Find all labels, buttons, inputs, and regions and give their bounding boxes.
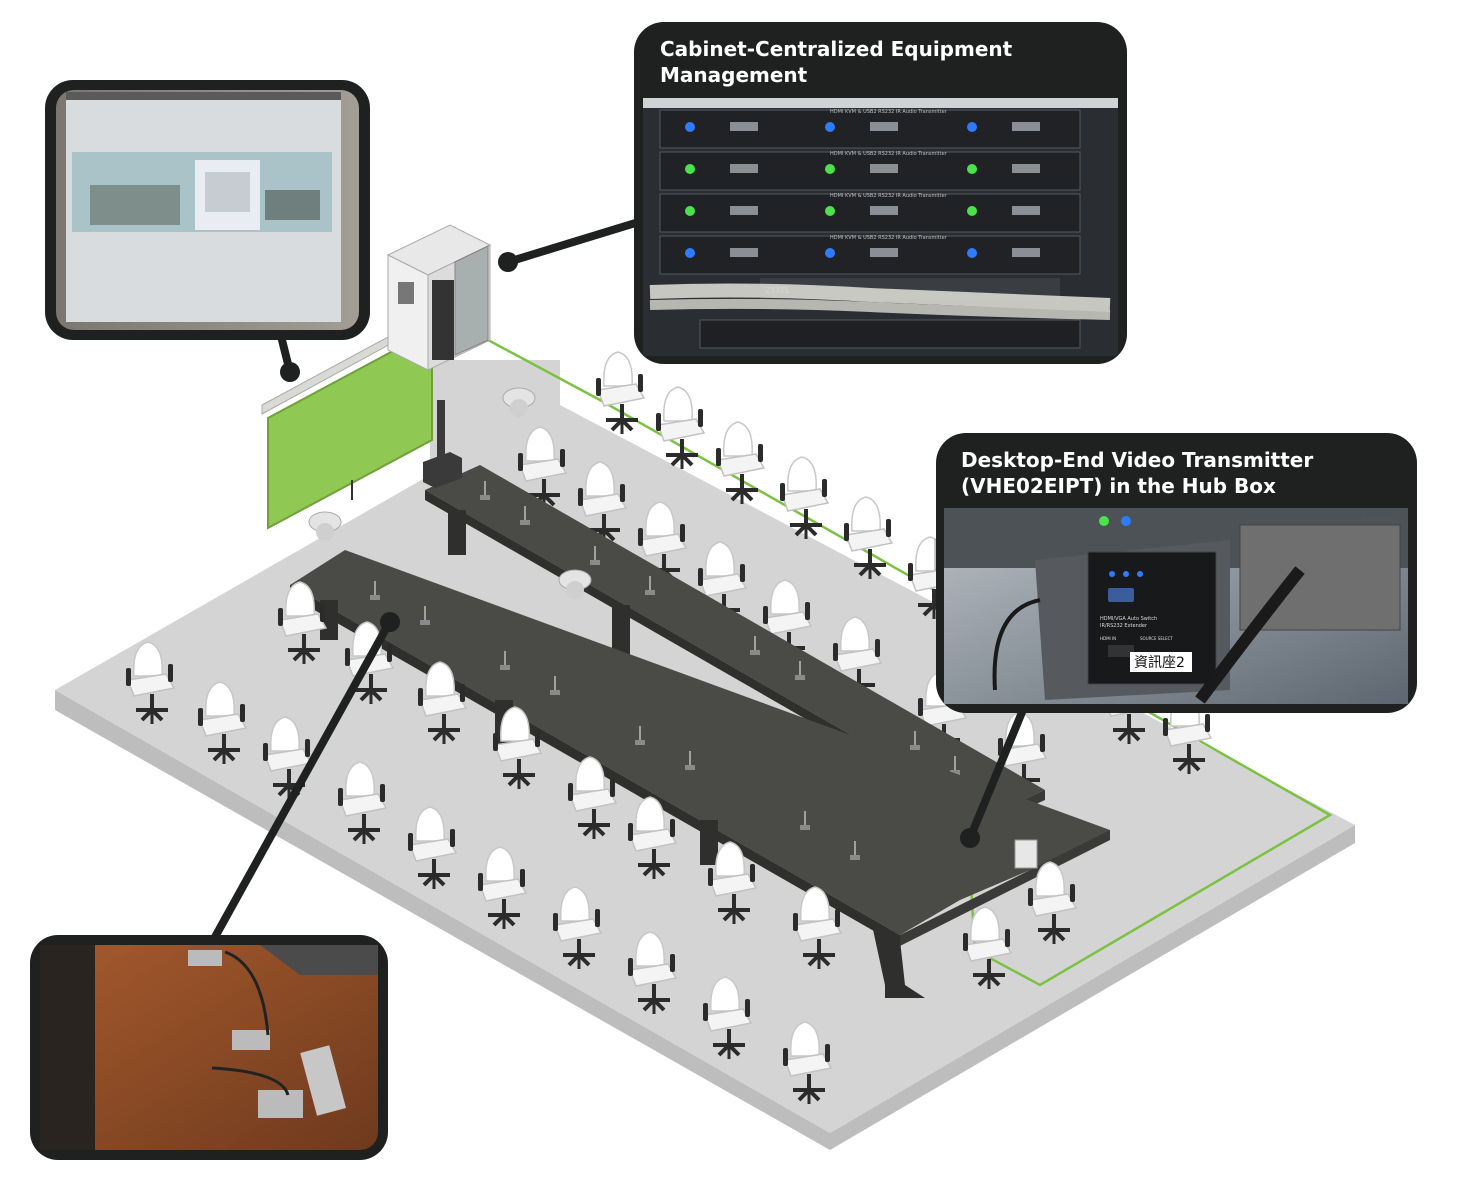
seat-tag: 資訊座2 [1134, 655, 1185, 671]
connector-dot-hubbox [960, 828, 980, 848]
rack-module-label: HDMI KVM & USB2 RS232 IR Audio Transmitt… [830, 235, 948, 241]
cabinet-callout-title: Cabinet-Centralized Equipment Management [660, 36, 1100, 88]
device-port-source: SOURCE SELECT [1140, 636, 1173, 641]
equipment-cabinet [386, 224, 492, 371]
tracking-camera-stand [423, 400, 462, 488]
transmitter-title-line-2: (VHE02EIPT) in the Hub Box [961, 474, 1276, 498]
rack-module-label: HDMI KVM & USB2 RS232 IR Audio Transmitt… [830, 193, 948, 199]
device-port-hdmi: HDMI IN [1100, 636, 1116, 641]
cabinet-title-line-1: Cabinet-Centralized Equipment [660, 37, 1013, 61]
callout-connectors [201, 216, 1029, 959]
connector-dot-screen [280, 362, 300, 382]
callout-table-photo [30, 935, 388, 1160]
transmitter-callout-title: Desktop-End Video Transmitter (VHE02EIPT… [961, 447, 1401, 499]
connector-dot-table [380, 612, 400, 632]
rack-module-label: HDMI KVM & USB2 RS232 IR Audio Transmitt… [830, 151, 948, 157]
transmitter-title-line-1: Desktop-End Video Transmitter [961, 448, 1314, 472]
cabinet-title-line-2: Management [660, 63, 808, 87]
device-label-2: IR/RS232 Extender [1100, 623, 1148, 629]
rack-module-label: HDMI KVM & USB2 RS232 IR Audio Transmitt… [830, 109, 948, 115]
ceiling-cameras [308, 387, 592, 599]
device-label-1: HDMI/VGA Auto Switch [1100, 616, 1157, 622]
connector-dot-cabinet [498, 252, 518, 272]
outlet-brand: Panasonic [1362, 516, 1397, 524]
callout-hubbox: HDMI/VGA Auto Switch IR/RS232 Extender H… [936, 433, 1417, 713]
callout-screen-photo [45, 80, 370, 340]
callout-cabinet: HDMI KVM & USB2 RS232 IR Audio Transmitt… [634, 22, 1127, 364]
